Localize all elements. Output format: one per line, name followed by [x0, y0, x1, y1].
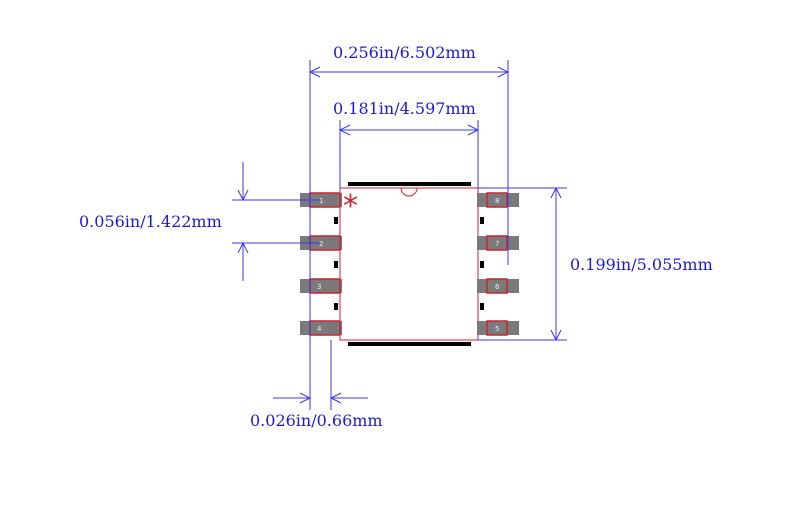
- silk-tick-left-1: [334, 217, 338, 224]
- pad-number: 2: [319, 240, 323, 248]
- pad-right-8: 8: [477, 192, 519, 208]
- body-outline: [339, 187, 479, 341]
- pad-left-4: 4: [300, 320, 342, 336]
- silk-tick-right-3: [480, 303, 484, 310]
- dimension-pad-width: 0.026in/0.66mm: [250, 340, 383, 430]
- pad-right-7: 7: [477, 235, 519, 251]
- body-width-label: 0.181in/4.597mm: [333, 99, 476, 118]
- pin1-marker: *: [343, 189, 358, 224]
- dimension-body-width: 0.181in/4.597mm: [333, 99, 480, 188]
- dimension-pitch: 0.056in/1.422mm: [79, 162, 320, 281]
- pad-left-3: 3: [300, 278, 342, 294]
- silk-tick-left-3: [334, 303, 338, 310]
- silk-tick-right-1: [480, 217, 484, 224]
- pad-number: 3: [317, 283, 321, 291]
- silk-tick-left-2: [334, 261, 338, 268]
- pin1-notch: [400, 187, 418, 197]
- pitch-label: 0.056in/1.422mm: [79, 212, 222, 231]
- pad-number: 7: [495, 240, 499, 248]
- dimension-overall-width: 0.256in/6.502mm: [308, 43, 510, 410]
- silk-tick-right-2: [480, 261, 484, 268]
- pad-right-6: 6: [477, 278, 519, 294]
- pad-number: 1: [319, 197, 323, 205]
- pad-number: 8: [495, 197, 499, 205]
- pad-width-label: 0.026in/0.66mm: [250, 411, 383, 430]
- package-body: *: [334, 182, 484, 346]
- pad-number: 4: [317, 325, 322, 333]
- pad-number: 5: [495, 325, 499, 333]
- dimension-body-length: 0.199in/5.055mm: [478, 186, 713, 342]
- body-length-label: 0.199in/5.055mm: [570, 255, 713, 274]
- pad-number: 6: [495, 283, 500, 291]
- overall-width-label: 0.256in/6.502mm: [333, 43, 476, 62]
- pad-right-5: 5: [477, 320, 519, 336]
